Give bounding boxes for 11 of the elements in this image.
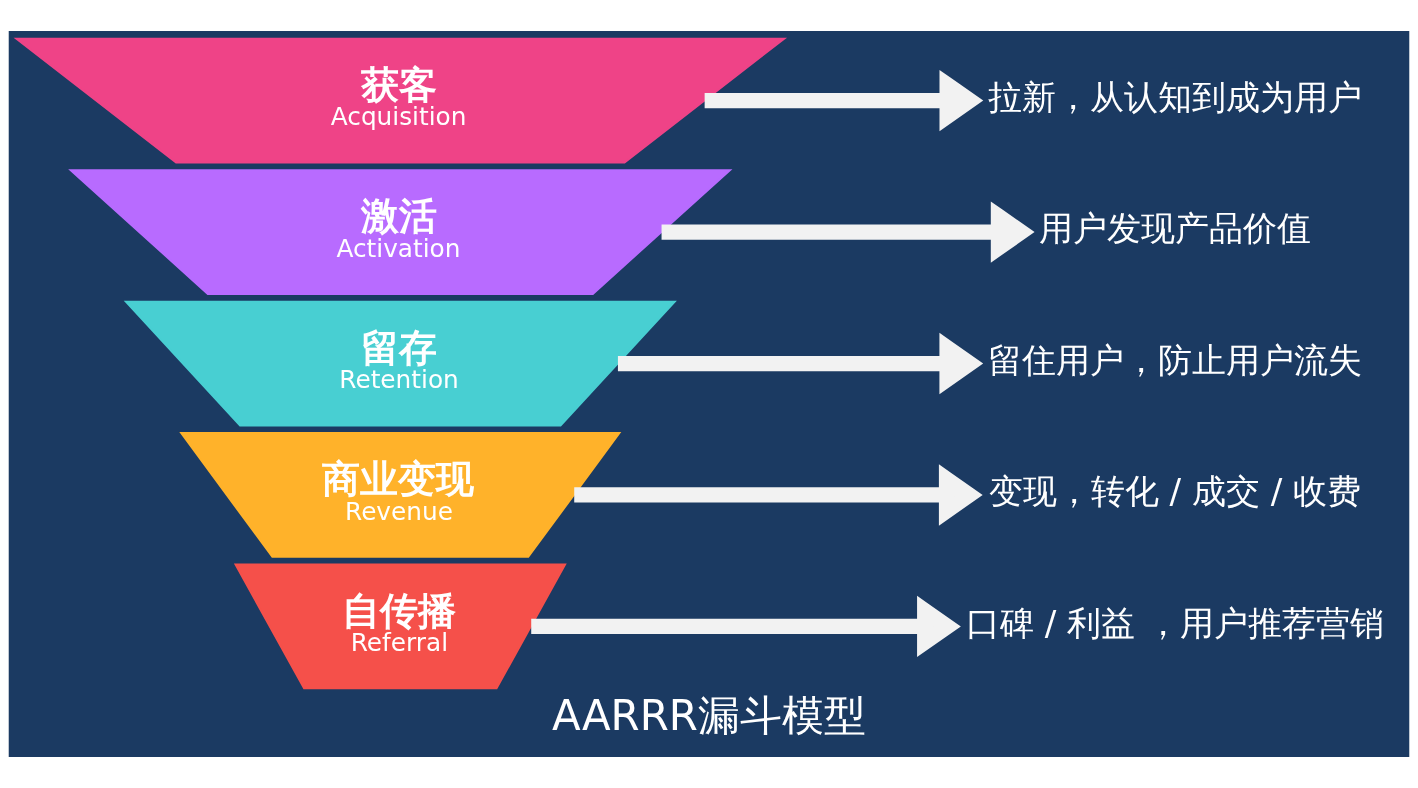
- node-text: 用户发现产品价值: [1038, 208, 1311, 249]
- node-text: 拉新，从认知到成为用户: [987, 76, 1362, 117]
- arrow: [531, 595, 961, 658]
- node-text: 变现，转化 / 成交 / 收费: [988, 471, 1362, 512]
- arrow: [661, 201, 1035, 263]
- arrow: [574, 464, 983, 526]
- arrow: [617, 332, 984, 395]
- arrow: [704, 69, 984, 132]
- caption: AARRR漏斗模型: [552, 690, 866, 740]
- node-text: 留住用户，防止用户流失: [987, 339, 1362, 380]
- node-text: 口碑 / 利益 ，用户推荐营销: [965, 602, 1385, 643]
